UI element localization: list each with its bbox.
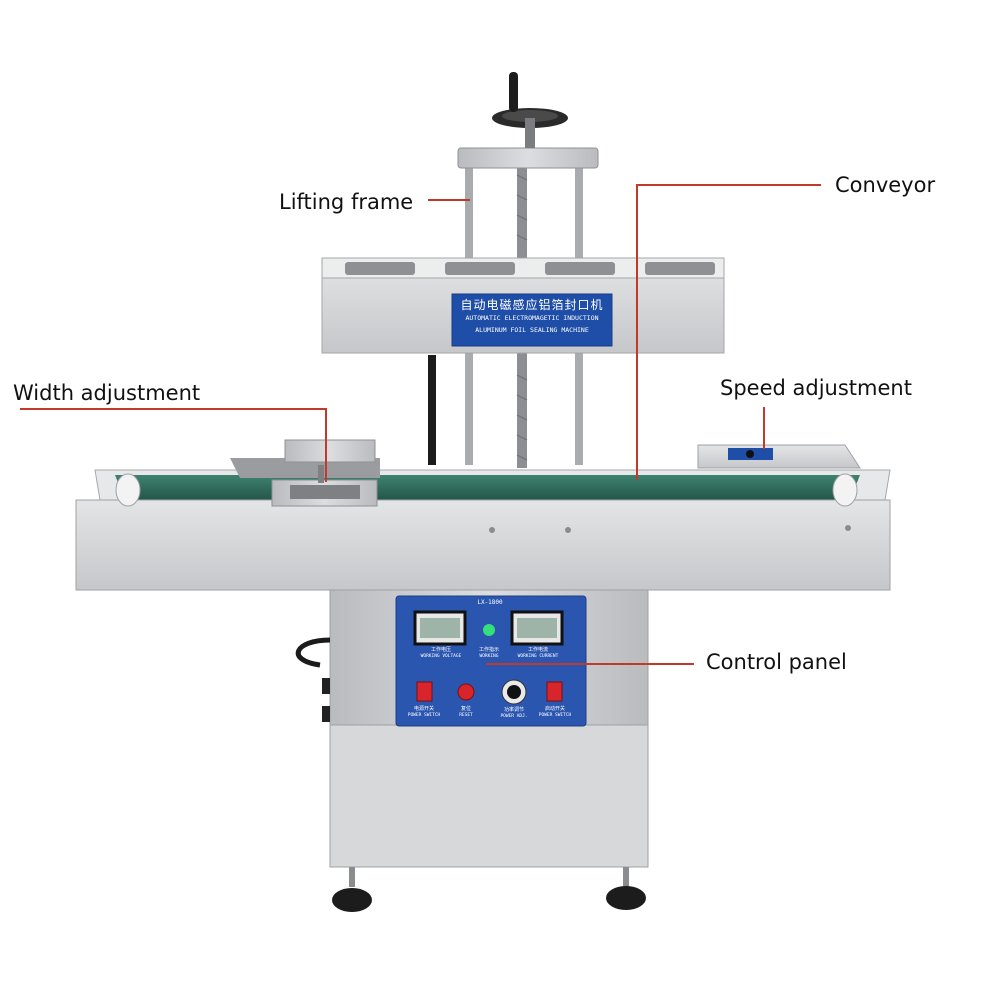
power-knob: [507, 685, 521, 699]
indicator-en: WORKING: [479, 654, 499, 659]
width-adjustment-leader-v: [325, 408, 327, 482]
lifting-frame-label: Lifting frame: [279, 190, 414, 214]
conveyor-belt: [115, 475, 860, 500]
power-switch-en: POWER SWITCH: [407, 713, 441, 718]
reset-button: [457, 683, 475, 701]
knob-cn: 功率调节: [503, 707, 524, 713]
lifting-frame-leader: [428, 199, 470, 201]
meter-right-cn: 工作电流: [527, 647, 548, 653]
speed-adjustment-leader: [763, 407, 765, 449]
nameplate-line1: AUTOMATIC ELECTROMAGETIC INDUCTION: [465, 314, 599, 322]
width-adjustment-leader-h: [20, 408, 326, 410]
speed-adjustment-box: [697, 444, 861, 469]
meter-right-en: WORKING CURRENT: [517, 654, 559, 659]
width-adjustment-label: Width adjustment: [13, 381, 201, 405]
conveyor-rail: [75, 469, 891, 591]
reset-en: RESET: [459, 713, 473, 718]
width-adjustment-guide: [230, 439, 380, 507]
nameplate-line2: ALUMINUM FOIL SEALING MACHINE: [475, 326, 589, 334]
control-panel-leader: [486, 663, 694, 665]
nameplate: [451, 293, 613, 347]
working-indicator: [483, 624, 495, 636]
meter-left-en: WORKING VOLTAGE: [420, 654, 462, 659]
conveyor-leader-v: [636, 184, 638, 480]
control-panel: [395, 595, 587, 727]
start-switch-cn: 启动开关: [544, 706, 565, 712]
meter-left-cn: 工作电压: [430, 647, 451, 653]
conveyor-leader-h: [636, 184, 821, 186]
power-switch-cn: 电源开关: [413, 706, 434, 712]
power-switch: [416, 681, 433, 702]
control-panel-label: Control panel: [706, 650, 847, 674]
knob-en: POWER ADJ.: [500, 714, 528, 719]
start-switch-en: POWER SWITCH: [538, 713, 572, 718]
nameplate-chinese: 自动电磁感应铝箔封口机: [460, 298, 604, 312]
reset-cn: 复位: [460, 706, 471, 712]
induction-head: [321, 257, 725, 465]
indicator-cn: 工作指示: [478, 647, 499, 653]
speed-adjustment-label: Speed adjustment: [720, 376, 912, 400]
start-switch: [546, 681, 563, 702]
panel-model: LX-1800: [477, 599, 503, 606]
conveyor-label: Conveyor: [835, 173, 936, 197]
